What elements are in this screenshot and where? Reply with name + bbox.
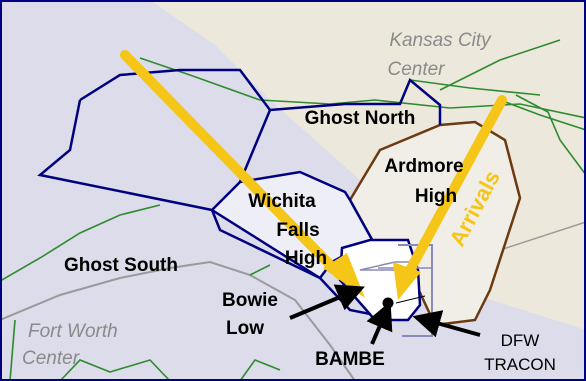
wichita-falls-high-label-line1: Wichita (248, 191, 316, 212)
kansas-city-center-label-line1: Kansas City (389, 30, 492, 51)
airway-lines (0, 39, 586, 381)
arrival-flow-east (405, 95, 507, 275)
fort-worth-center-label-line2: Center (22, 348, 80, 369)
bambe-pointer-arrow (366, 301, 393, 345)
wichita-falls-high-label-line2: Falls (276, 220, 319, 241)
ghost-north-label: Ghost North (305, 108, 416, 129)
tracon-pointer-arrow (412, 310, 481, 338)
fix-connector (395, 295, 426, 304)
ardmore-high-label-line1: Ardmore (384, 156, 463, 177)
center-boundary-line (0, 260, 356, 381)
dfw-tracon-label-line1: DFW (501, 331, 540, 350)
bambe-label: BAMBE (315, 349, 385, 370)
bowie-pointer-arrow (289, 284, 365, 320)
arrival-flow-west (120, 50, 345, 280)
bowie-low-label-line1: Bowie (222, 290, 278, 311)
wichita-falls-high-label-line3: High (285, 248, 327, 269)
kansas-city-center-label-line2: Center (387, 59, 445, 80)
arrival-flow-east-head (393, 262, 421, 300)
pointer-arrows (289, 284, 481, 345)
ardmore-high-label-line2: High (415, 186, 457, 207)
ghost-south-label: Ghost South (64, 255, 178, 276)
bowie-low-label-line2: Low (226, 318, 264, 339)
fort-worth-center-label-line1: Fort Worth (28, 321, 118, 342)
dfw-tracon-label-line2: TRACON (484, 355, 556, 374)
bambe-fix-marker (382, 297, 394, 309)
